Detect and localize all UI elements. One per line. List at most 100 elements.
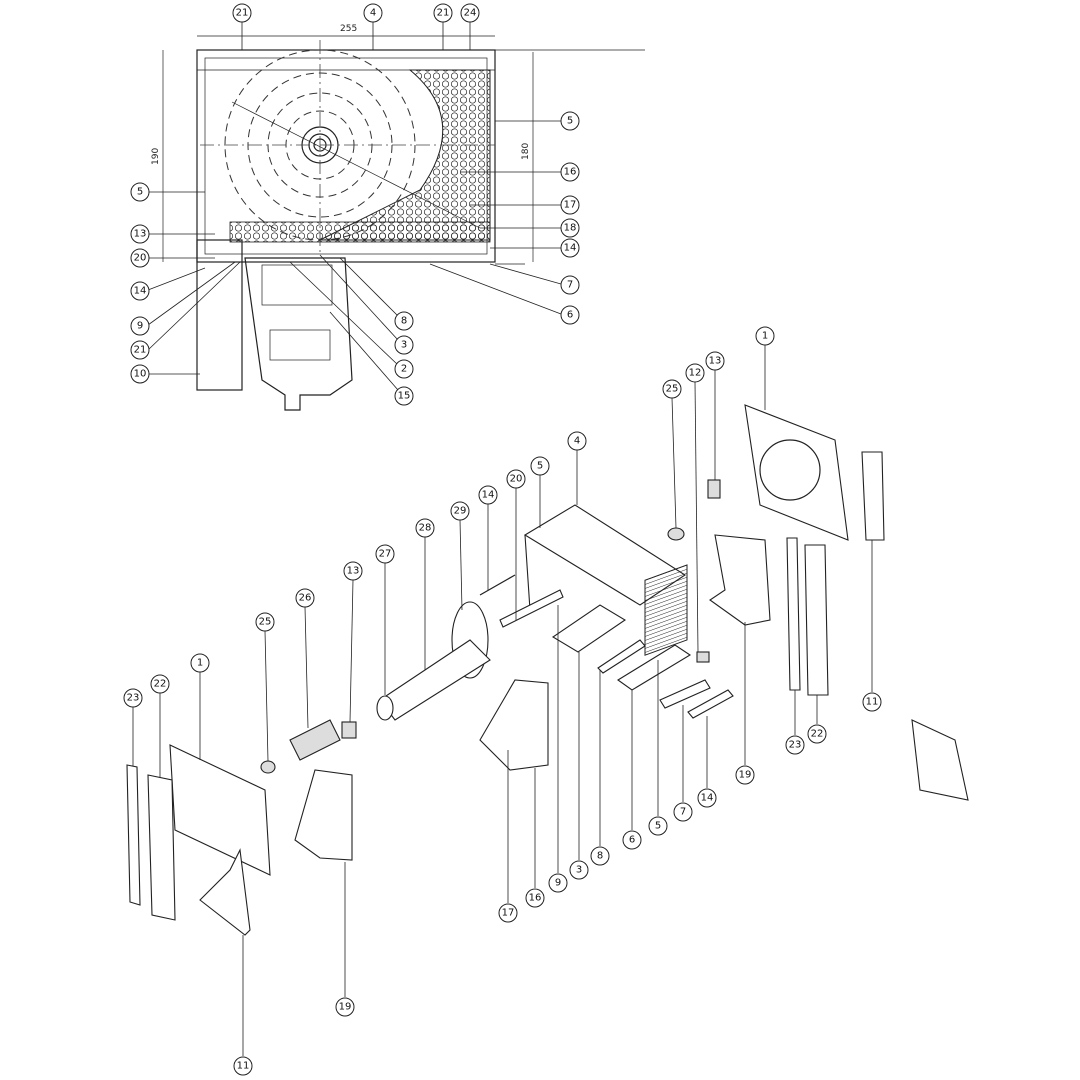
svg-text:9: 9 [137,321,143,332]
svg-text:11: 11 [866,697,879,708]
svg-text:21: 21 [134,345,147,356]
svg-text:6: 6 [629,835,635,846]
svg-text:21: 21 [437,8,450,19]
section-callouts: 21 4 21 24 5 16 17 18 14 7 6 5 13 20 14 … [130,3,580,406]
svg-text:4: 4 [370,8,376,19]
height-dimension-right: 180 [521,143,531,160]
svg-text:25: 25 [259,617,272,628]
callout-2: 2 [289,261,414,379]
svg-text:14: 14 [134,286,147,297]
callout-6: 6 [429,263,580,325]
callout-17: 17 [498,750,518,923]
svg-text:5: 5 [567,116,573,127]
callout-14: 14 [478,485,498,590]
callout-5: 5 [130,182,205,202]
callout-10: 10 [130,364,200,384]
callout-14: 14 [697,716,717,808]
callout-1: 1 [755,326,775,410]
svg-text:4: 4 [574,436,580,447]
svg-text:19: 19 [339,1002,352,1013]
callout-4: 4 [567,431,587,505]
svg-text:15: 15 [398,391,411,402]
callout-5: 5 [495,111,580,131]
svg-text:13: 13 [709,356,722,367]
callout-26: 26 [295,588,315,729]
svg-text:23: 23 [127,693,140,704]
svg-text:5: 5 [655,821,661,832]
svg-text:7: 7 [680,807,686,818]
callout-8: 8 [590,670,610,866]
callout-8: 8 [339,257,414,331]
svg-text:14: 14 [564,243,577,254]
callout-6: 6 [622,690,642,850]
svg-text:7: 7 [567,280,573,291]
svg-text:22: 22 [154,679,167,690]
callout-19: 19 [735,622,755,785]
callout-9: 9 [130,261,236,336]
svg-text:8: 8 [401,316,407,327]
callout-13: 13 [130,224,215,244]
callout-15: 15 [329,311,414,406]
svg-text:9: 9 [555,878,561,889]
side-cap-right [744,404,849,541]
callout-24: 24 [460,3,480,50]
svg-text:18: 18 [564,223,577,234]
svg-text:13: 13 [134,229,147,240]
width-dimension: 255 [340,24,357,34]
svg-text:1: 1 [762,331,768,342]
callout-16: 16 [525,768,545,908]
svg-text:16: 16 [564,167,577,178]
svg-text:5: 5 [537,461,543,472]
callout-11: 11 [862,540,882,712]
callout-4: 4 [363,3,383,50]
callout-23: 23 [785,690,805,755]
callout-19: 19 [335,862,355,1017]
callout-5: 5 [648,660,668,836]
svg-text:23: 23 [789,740,802,751]
callout-21: 21 [130,261,241,360]
end-plate-right [861,451,885,541]
svg-text:24: 24 [464,8,477,19]
svg-text:25: 25 [666,384,679,395]
svg-text:20: 20 [134,253,147,264]
callout-21: 21 [232,3,252,50]
callout-9: 9 [548,605,568,893]
svg-text:10: 10 [134,369,147,380]
svg-text:17: 17 [502,908,515,919]
callout-13: 13 [343,561,363,723]
svg-text:14: 14 [482,490,495,501]
exploded-view [126,404,969,936]
svg-text:20: 20 [510,474,523,485]
svg-text:14: 14 [701,793,714,804]
callout-23: 23 [123,688,143,766]
callout-18: 18 [480,218,580,238]
svg-text:2: 2 [401,364,407,375]
callout-7: 7 [673,705,693,822]
height-dimension-left: 190 [151,148,161,165]
callout-25: 25 [662,379,682,529]
callout-28: 28 [415,518,435,670]
callout-20: 20 [506,469,526,620]
svg-text:16: 16 [529,893,542,904]
callout-22: 22 [807,695,827,744]
exploded-callouts: 1 13 12 25 4 5 20 14 29 28 27 13 26 25 1… [123,326,882,1076]
callout-20: 20 [130,248,215,268]
svg-text:5: 5 [137,187,143,198]
svg-text:8: 8 [597,851,603,862]
svg-text:22: 22 [811,729,824,740]
callout-3: 3 [569,652,589,880]
svg-text:12: 12 [689,368,702,379]
svg-text:19: 19 [739,770,752,781]
svg-text:6: 6 [567,310,573,321]
callout-11: 11 [233,935,253,1076]
callout-21: 21 [433,3,453,50]
callout-25: 25 [255,612,275,762]
callout-29: 29 [450,501,470,611]
svg-text:26: 26 [299,593,312,604]
callout-14: 14 [130,267,206,301]
callout-12: 12 [685,363,705,653]
svg-text:28: 28 [419,523,432,534]
svg-text:21: 21 [236,8,249,19]
callout-16: 16 [460,162,580,182]
